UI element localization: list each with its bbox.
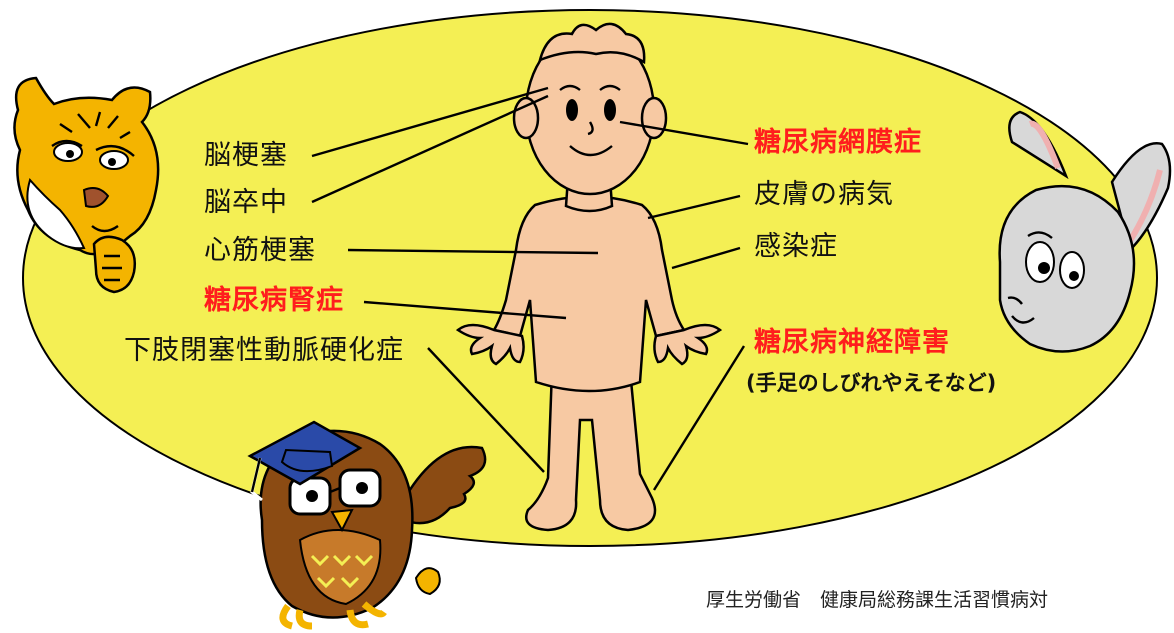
label-arteriosclerosis-obliterans: 下肢閉塞性動脈硬化症 <box>124 335 404 366</box>
owl-icon <box>247 420 487 630</box>
tiger-paw <box>92 235 136 294</box>
tiger-nose <box>82 187 110 208</box>
nose <box>587 121 594 136</box>
left-hand <box>455 323 525 366</box>
leader-nephropathy <box>363 300 567 320</box>
left-ear <box>512 96 540 140</box>
left-eye <box>566 99 578 121</box>
rabbit-right-ear <box>1110 142 1172 253</box>
leader-infection <box>671 246 741 270</box>
boy-figure <box>455 22 723 532</box>
right-eye <box>604 99 616 121</box>
label-myocardial-infarction: 心筋梗塞 <box>204 235 316 266</box>
left-eyebrow <box>559 84 581 91</box>
label-stroke: 脳卒中 <box>204 187 288 218</box>
leader-neuropathy <box>652 345 746 491</box>
owl-right-wing <box>402 445 487 525</box>
label-cerebral-infarction: 脳梗塞 <box>204 140 288 171</box>
label-diabetic-neuropathy: 糖尿病神経障害 <box>754 327 950 358</box>
torso <box>492 195 687 393</box>
leader-lines <box>311 86 749 491</box>
tiger-icon <box>13 76 160 294</box>
rabbit-mouth <box>1011 315 1035 324</box>
leader-cerebral-infarction <box>311 86 549 158</box>
label-diabetic-nephropathy: 糖尿病腎症 <box>204 285 344 316</box>
leader-skin <box>647 194 741 220</box>
leader-arteriosclerosis <box>427 347 545 473</box>
label-skin-disease: 皮膚の病気 <box>754 179 894 210</box>
leader-myocardial-infarction <box>347 248 599 255</box>
leader-retinopathy <box>619 120 749 146</box>
label-neuropathy-note: (手足のしびれやえそなど) <box>746 371 997 395</box>
right-eyebrow <box>599 84 621 91</box>
owl-feet <box>279 601 387 630</box>
owl-beak <box>330 508 354 533</box>
mouth <box>569 145 613 157</box>
rabbit-left-eye <box>1025 241 1055 283</box>
leader-stroke <box>311 94 549 204</box>
hair <box>538 22 646 65</box>
legs <box>525 368 657 532</box>
label-infection: 感染症 <box>754 231 838 262</box>
rabbit-right-eye <box>1059 251 1085 289</box>
tiger-left-whiskers <box>26 177 86 250</box>
rabbit-icon <box>998 110 1172 353</box>
label-diabetic-retinopathy: 糖尿病網膜症 <box>754 127 922 158</box>
right-ear <box>640 96 668 140</box>
source-credit: 厚生労働省 健康局総務課生活習慣病対 <box>706 589 1049 611</box>
right-hand <box>653 323 723 366</box>
